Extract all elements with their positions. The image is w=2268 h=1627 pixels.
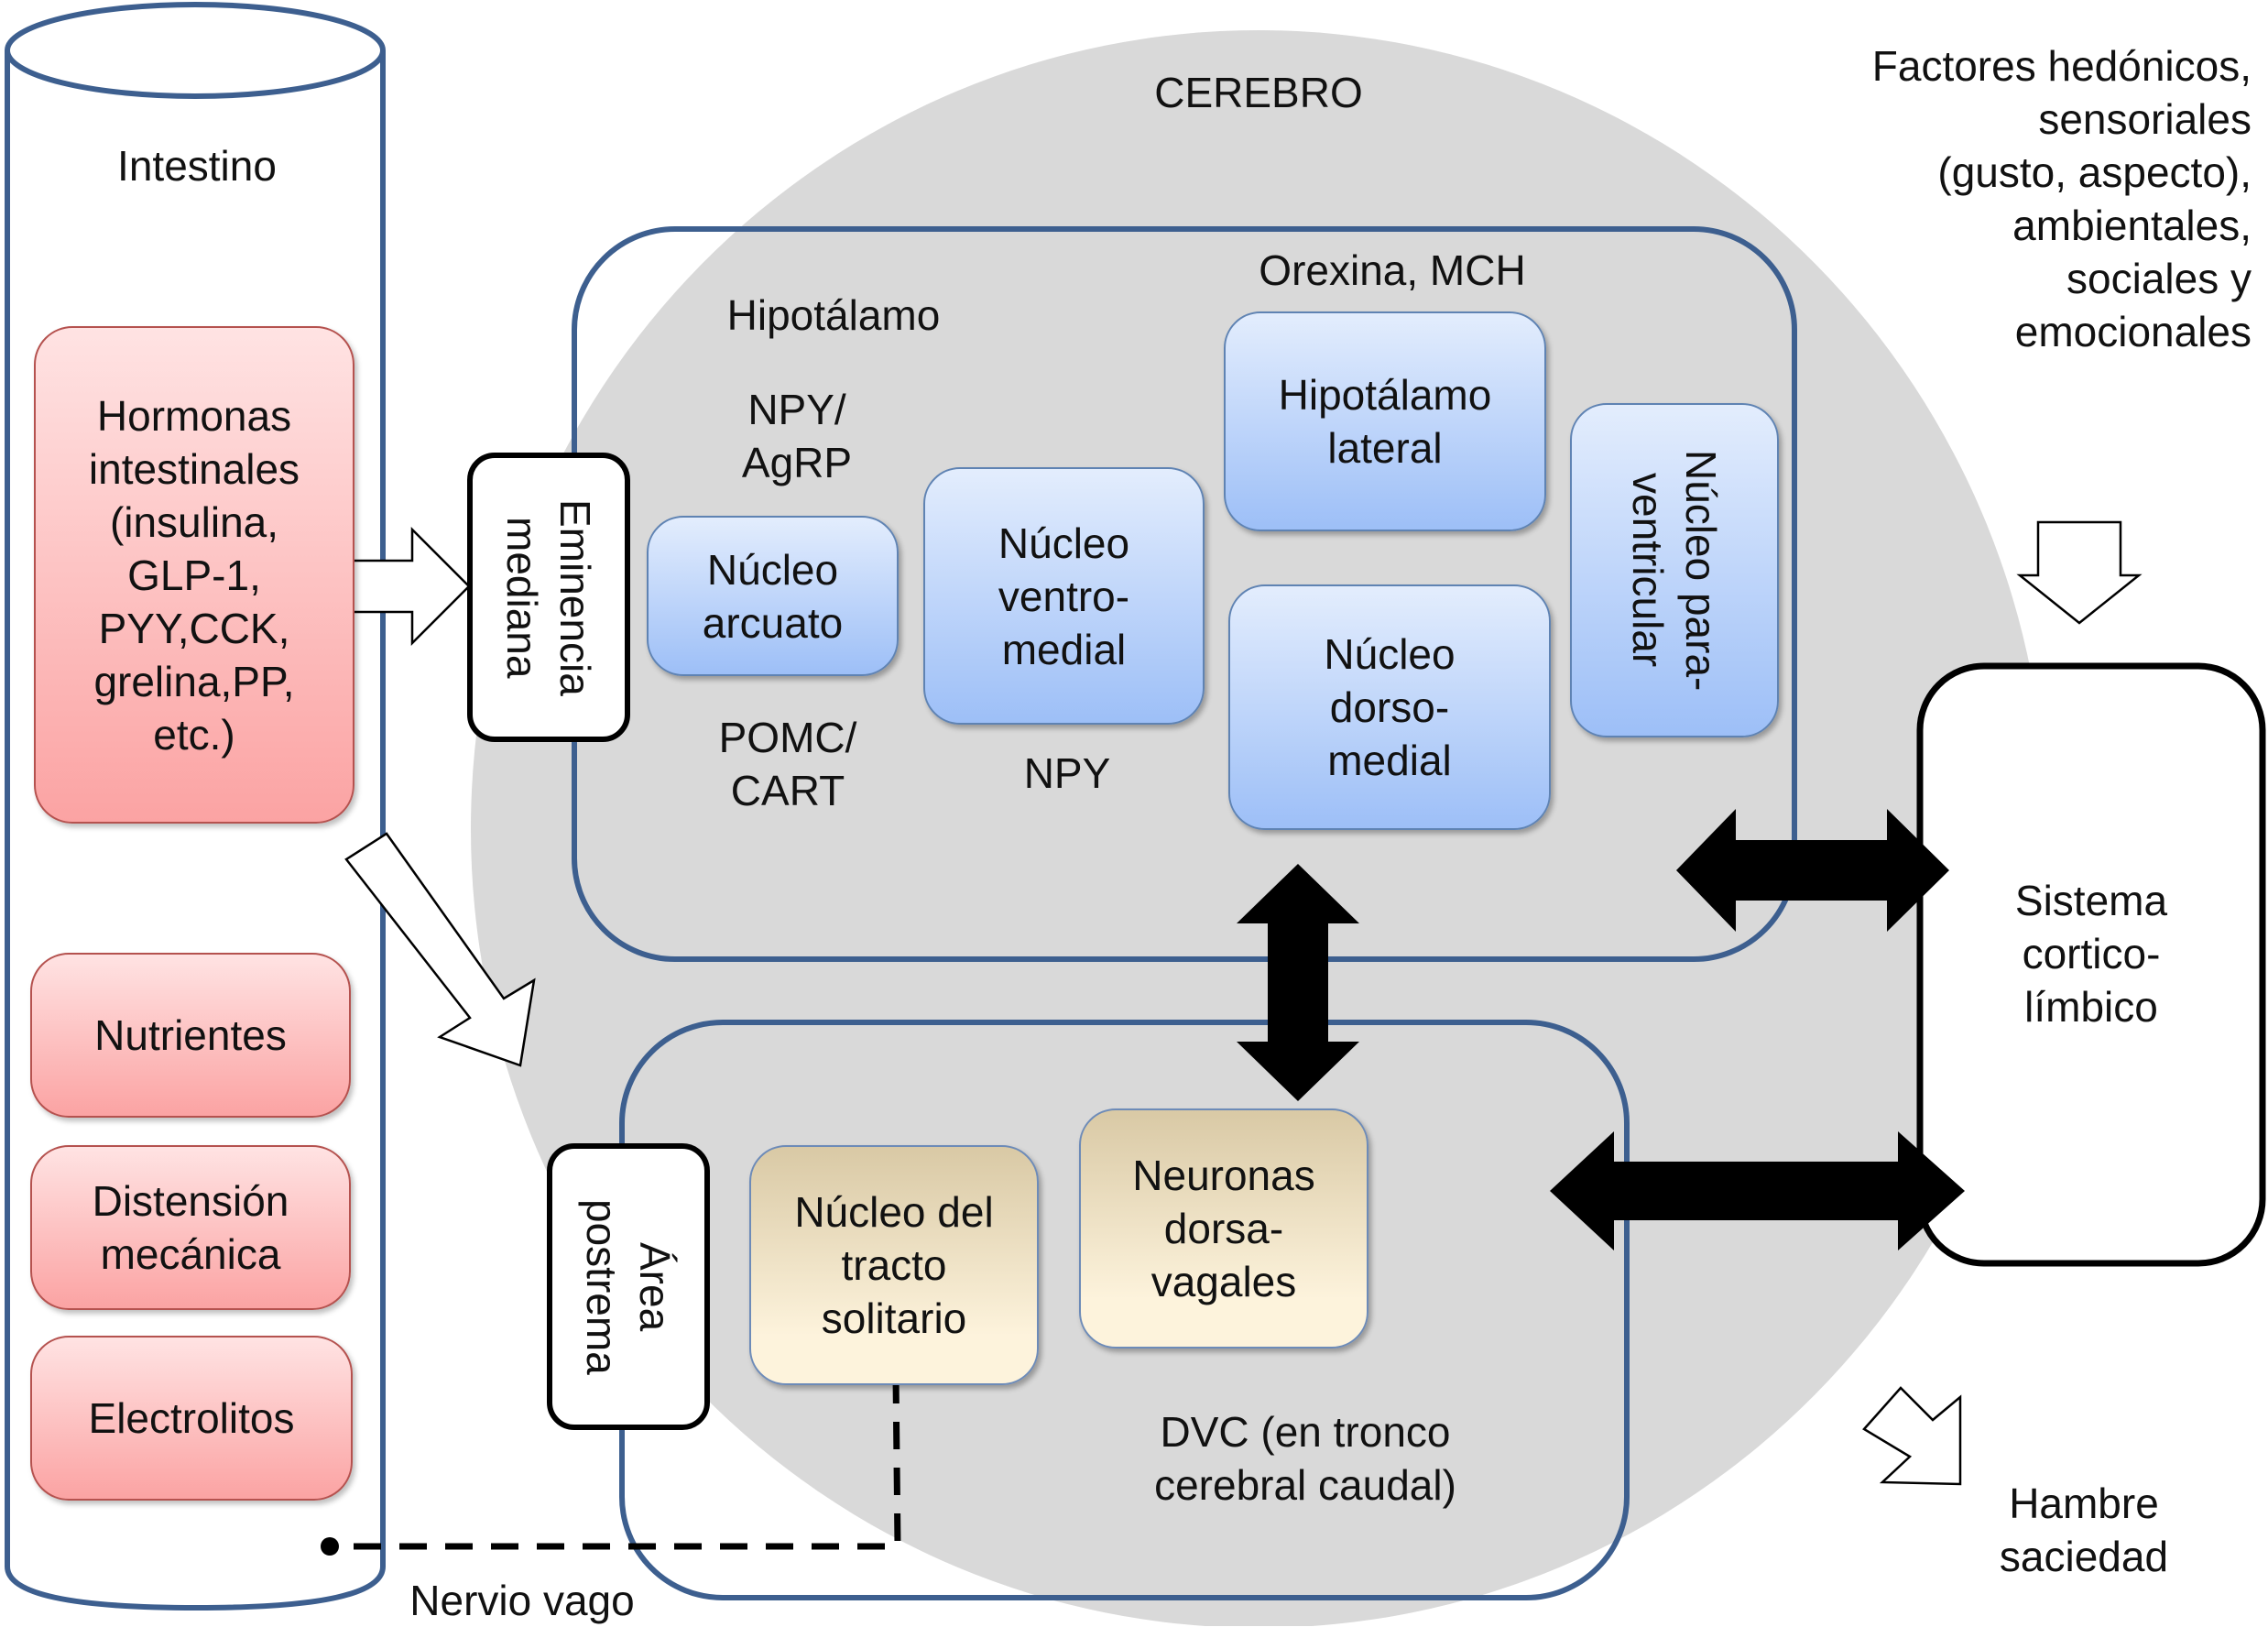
gut-hormones-box: Hormonas intestinales (insulina, GLP-1, …: [34, 326, 354, 824]
npy-label: NPY: [1023, 749, 1111, 797]
orexin-mch-label: Orexina, MCH: [1259, 246, 1526, 294]
intestine-cylinder-top: [5, 2, 386, 99]
arrow-diagonal-icon: [344, 832, 536, 1067]
lateral-hypothalamus-box: Hipotálamo lateral: [1224, 311, 1546, 531]
dorsal-vagal-box: Neuronas dorsa- vagales: [1079, 1108, 1368, 1349]
vagus-nerve-label: Nervio vago: [409, 1577, 635, 1624]
hypothalamus-label: Hipotálamo: [726, 291, 941, 339]
dvc-label: DVC (en tronco cerebral caudal): [1154, 1408, 1456, 1509]
nutrients-box: Nutrientes: [30, 953, 351, 1118]
brain-title: CEREBRO: [1154, 69, 1363, 116]
distension-box: Distensión mecánica: [30, 1145, 351, 1310]
hunger-satiety-label: Hambre saciedad: [1999, 1480, 2169, 1580]
corticolimbic-box: [1916, 662, 2266, 1267]
intestine-label: Intestino: [117, 142, 277, 190]
vagus-nerve-line: [330, 1375, 901, 1550]
arrow-down-icon: [2016, 520, 2143, 625]
factors-label: Factores hedónicos, sensoriales (gusto, …: [1871, 42, 2252, 355]
area-postrema-box: Área postrema: [547, 1143, 710, 1430]
dorsomedial-nucleus-box: Núcleo dorso- medial: [1228, 584, 1551, 830]
arrow-down-right-icon: [1862, 1386, 1962, 1486]
median-eminence-box: Eminencia mediana: [467, 453, 630, 742]
double-arrow-lower-icon: [1550, 1131, 1965, 1250]
pomc-cart-label: POMC/ CART: [718, 714, 857, 814]
electrolytes-box: Electrolitos: [30, 1336, 353, 1501]
nts-box: Núcleo del tracto solitario: [749, 1145, 1039, 1385]
double-arrow-vertical-icon: [1237, 864, 1359, 1101]
corticolimbic-label: Sistema cortico- límbico: [2014, 877, 2168, 1031]
vagus-start-dot: [321, 1537, 339, 1556]
paraventricular-nucleus-box: Núcleo para- ventricular: [1570, 403, 1779, 737]
double-arrow-upper-icon: [1676, 809, 1949, 932]
npy-agrp-label: NPY/ AgRP: [741, 386, 853, 486]
arcuate-nucleus-box: Núcleo arcuato: [647, 516, 899, 676]
ventromedial-nucleus-box: Núcleo ventro- medial: [923, 467, 1205, 725]
